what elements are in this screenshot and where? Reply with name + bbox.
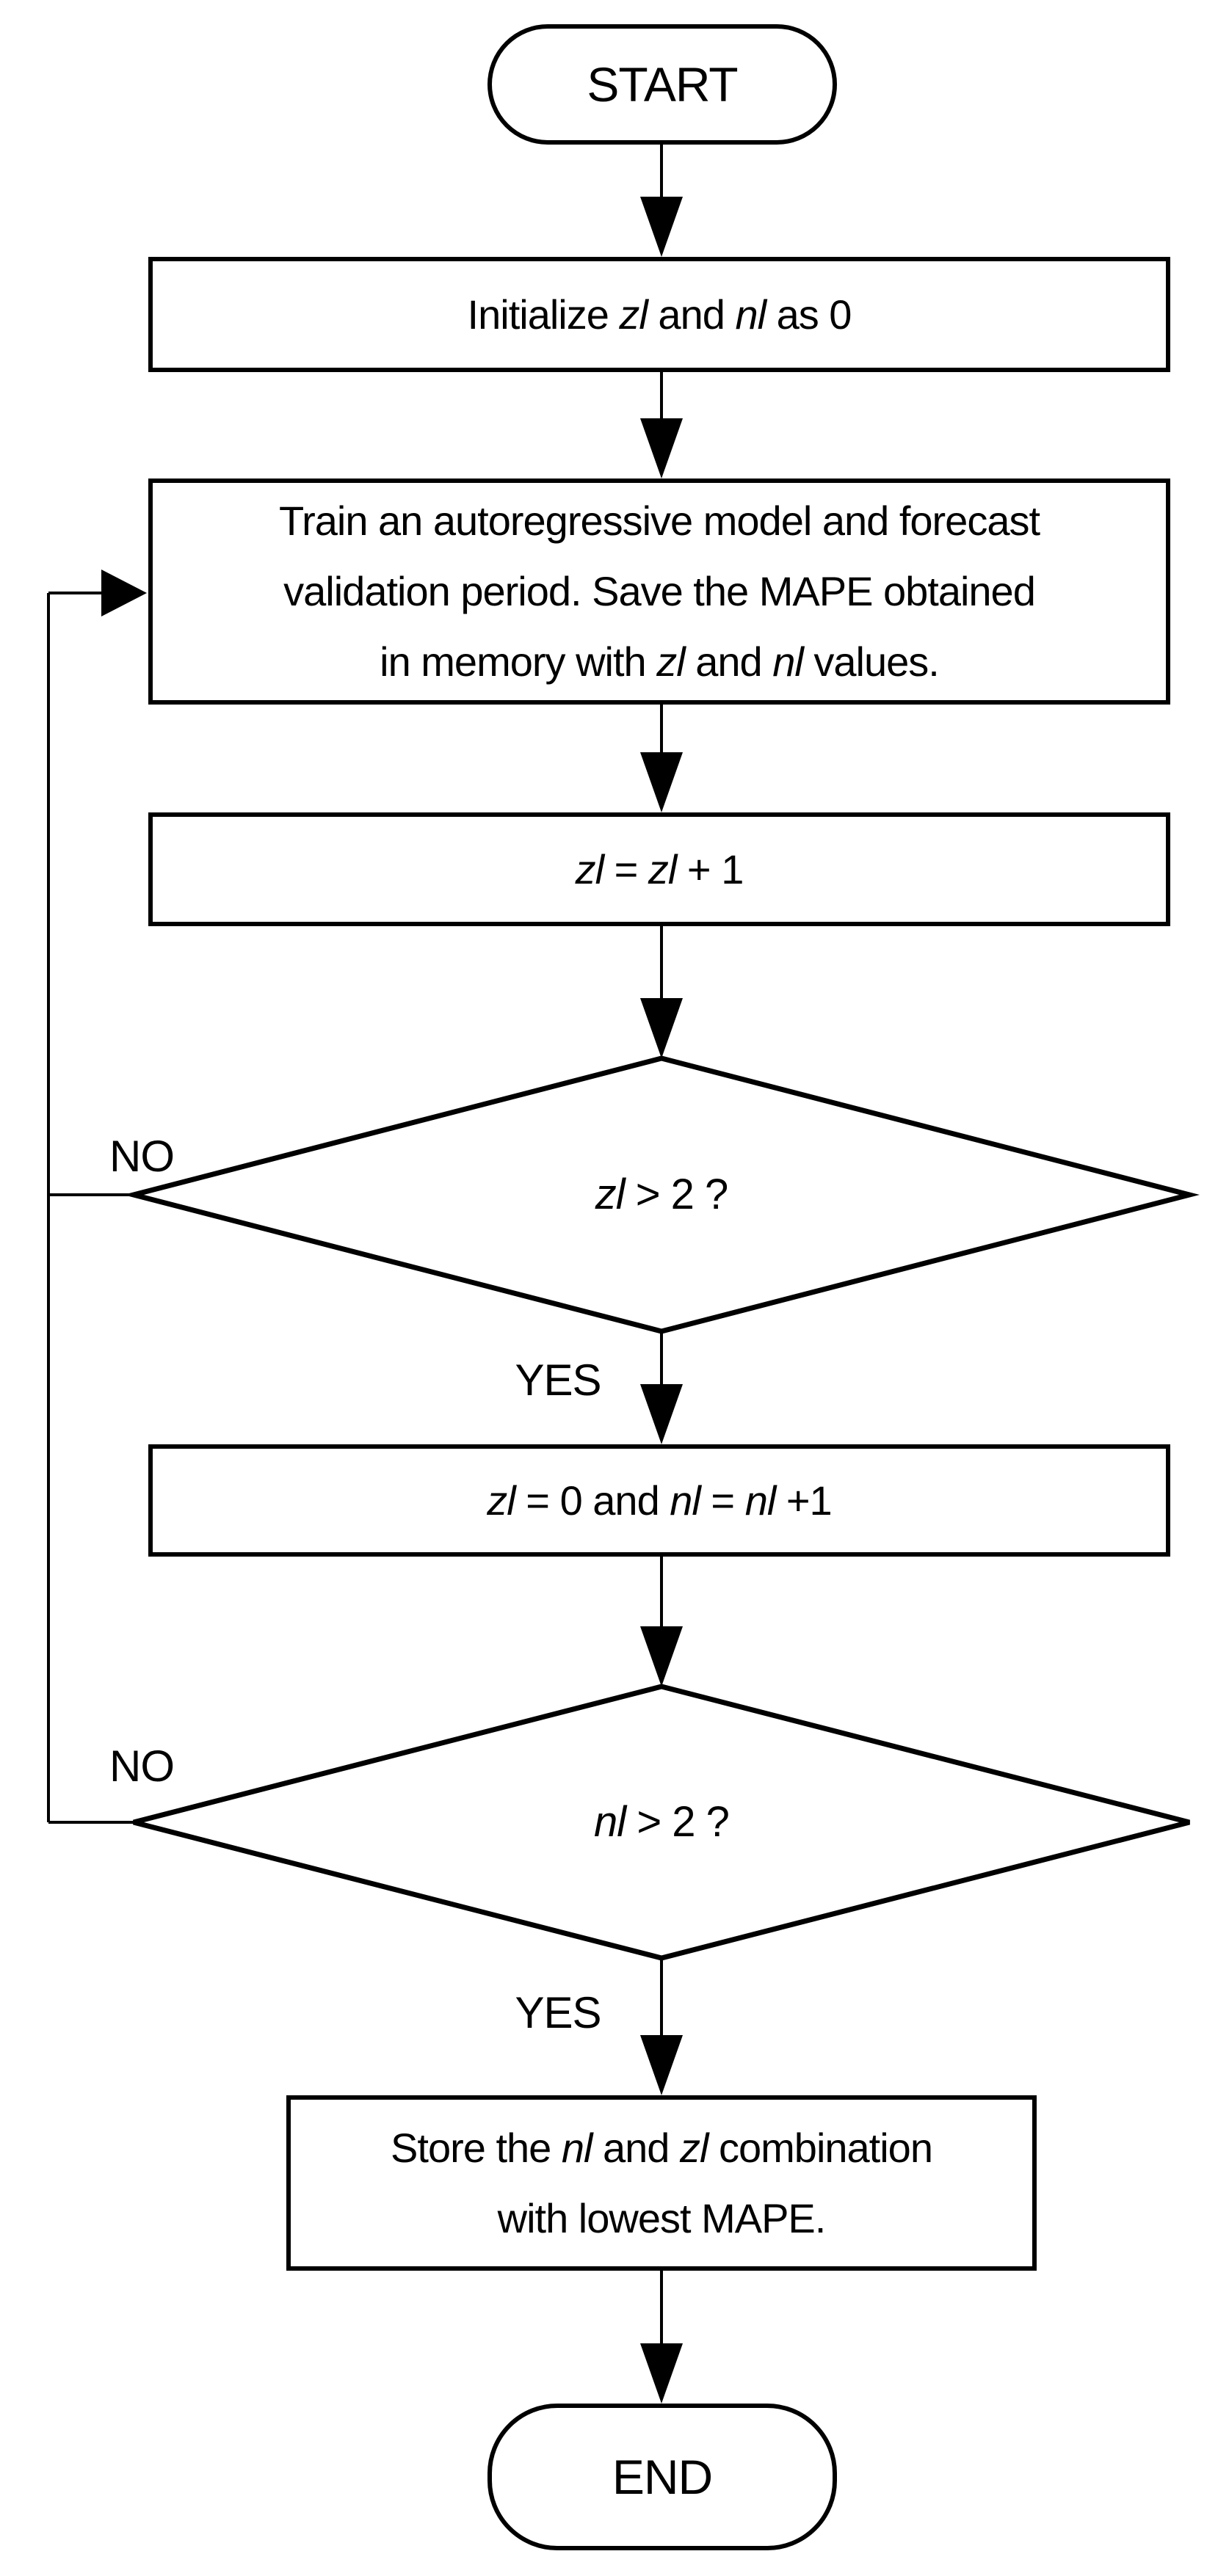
arrow-store-to-end-head (640, 2343, 683, 2404)
arrow-decision-zl-to-reset-head (640, 1384, 683, 1444)
arrow-reset-to-decision-nl-head (640, 1626, 683, 1687)
feedback-return-head (101, 570, 147, 616)
process-train-text-line3: in memory with zl and nl values. (380, 638, 940, 685)
start-terminator: START (487, 24, 837, 145)
process-initialize-text: Initialize zl and nl as 0 (467, 291, 852, 338)
arrow-initialize-to-train-head (640, 418, 683, 479)
start-label: START (587, 57, 738, 112)
decision-zl-text: zl > 2 ? (595, 1171, 729, 1218)
edge-label-yes-1: YES (515, 1356, 601, 1405)
process-reset-zl-increment-nl-text: zl = 0 and nl = nl +1 (487, 1477, 832, 1524)
process-increment-zl: zl = zl + 1 (148, 812, 1170, 926)
process-store: Store the nl and zl combination with low… (286, 2095, 1037, 2271)
process-train-text-line2: validation period. Save the MAPE obtaine… (283, 568, 1036, 614)
process-reset-zl-increment-nl: zl = 0 and nl = nl +1 (148, 1444, 1170, 1557)
process-store-text-line2: with lowest MAPE. (497, 2194, 827, 2241)
process-increment-zl-text: zl = zl + 1 (575, 845, 744, 892)
arrow-start-to-initialize-head (640, 197, 683, 257)
arrow-increment-to-decision-zl-head (640, 998, 683, 1058)
arrow-decision-nl-to-store-head (640, 2035, 683, 2095)
decision-nl-text: nl > 2 ? (594, 1798, 730, 1846)
decision-nl-diamond (133, 1684, 1190, 1961)
edge-label-no-1: NO (109, 1132, 175, 1181)
decision-nl-label: nl > 2 ? (148, 1796, 1175, 1849)
process-initialize: Initialize zl and nl as 0 (148, 257, 1170, 372)
process-train-text-line1: Train an autoregressive model and foreca… (278, 498, 1040, 544)
arrow-train-to-increment-head (640, 752, 683, 812)
edge-label-no-2: NO (109, 1742, 175, 1791)
process-train: Train an autoregressive model and foreca… (148, 479, 1170, 705)
decision-zl-label: zl > 2 ? (148, 1168, 1175, 1221)
edge-label-yes-2: YES (515, 1988, 601, 2037)
end-terminator: END (487, 2404, 837, 2550)
decision-zl-diamond (123, 1055, 1200, 1334)
process-store-text-line1: Store the nl and zl combination (391, 2124, 933, 2171)
end-label: END (612, 2450, 713, 2504)
